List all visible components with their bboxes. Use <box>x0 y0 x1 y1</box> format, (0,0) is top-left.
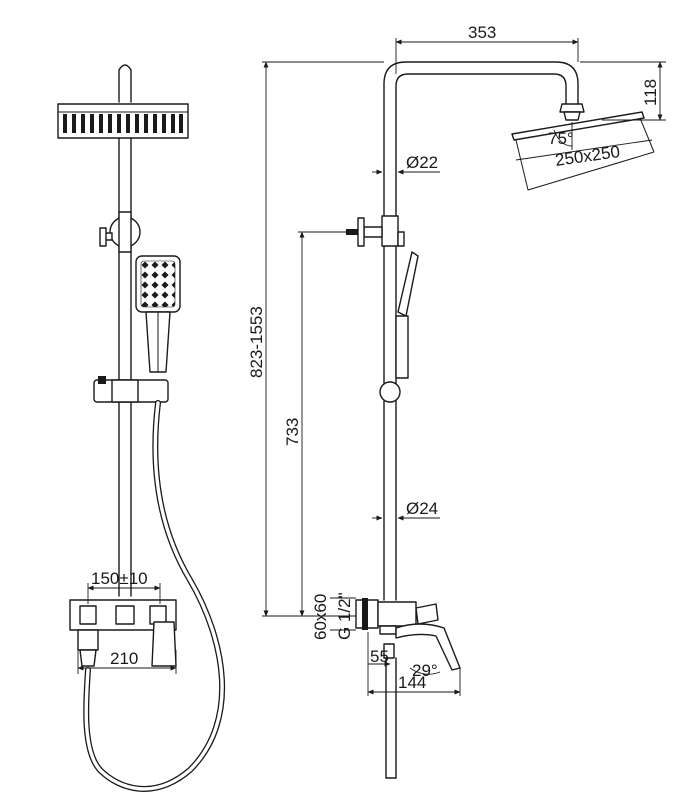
spout-angle-label: 29° <box>412 661 438 680</box>
side-head-connector <box>559 103 585 113</box>
side-dim-upper-diameter: Ø22 <box>372 153 440 175</box>
diverter-height-label: 733 <box>283 418 302 446</box>
front-dim-mixer-width: 210 <box>77 649 177 674</box>
side-dim-wall-plate: 60x60 G 1/2" <box>311 592 356 640</box>
side-dim-arm-reach: 353 <box>395 23 579 74</box>
front-view: 150±10 210 <box>57 64 226 792</box>
wall-plate-label: 60x60 <box>311 594 330 640</box>
side-dim-head-drop: 118 <box>580 61 666 121</box>
side-arm <box>383 61 579 169</box>
head-tilt-label: 75° <box>548 129 574 148</box>
side-dim-lower-diameter: Ø24 <box>372 499 440 521</box>
side-rain-head: 75° 250x250 <box>511 111 655 191</box>
side-view: 75° 250x250 <box>247 23 666 779</box>
lower-pipe-diameter-label: Ø24 <box>406 499 438 518</box>
thread-label: G 1/2" <box>335 592 354 640</box>
side-mixer <box>355 598 461 779</box>
side-diverter <box>346 215 405 247</box>
side-slider-knob <box>379 381 401 403</box>
front-hose <box>83 400 226 792</box>
front-hand-shower <box>135 255 181 373</box>
front-riser-top <box>118 64 132 103</box>
head-drop-label: 118 <box>641 79 660 106</box>
side-dim-spout-length: 144 <box>367 668 461 696</box>
height-range-label: 823-1553 <box>247 306 266 378</box>
side-dim-spout-angle: 29° <box>409 661 441 680</box>
side-dim-diverter-height: 733 <box>283 231 346 617</box>
mixer-width-label: 210 <box>110 649 138 668</box>
front-rain-head <box>57 103 189 139</box>
front-diverter <box>99 211 141 253</box>
spout-offset-label: 55 <box>370 647 389 666</box>
front-slider-bracket <box>93 376 169 403</box>
side-dim-spout-offset: 55 <box>367 632 391 668</box>
spout-length-label: 144 <box>398 673 426 692</box>
arm-reach-label: 353 <box>468 23 496 42</box>
centers-label: 150±10 <box>91 569 148 588</box>
front-dim-centers: 150±10 <box>87 569 161 604</box>
front-rain-head-slots <box>63 114 183 133</box>
side-dim-height-range: 823-1553 <box>247 61 384 617</box>
upper-pipe-diameter-label: Ø22 <box>406 153 438 172</box>
side-hand-shower <box>395 251 419 379</box>
